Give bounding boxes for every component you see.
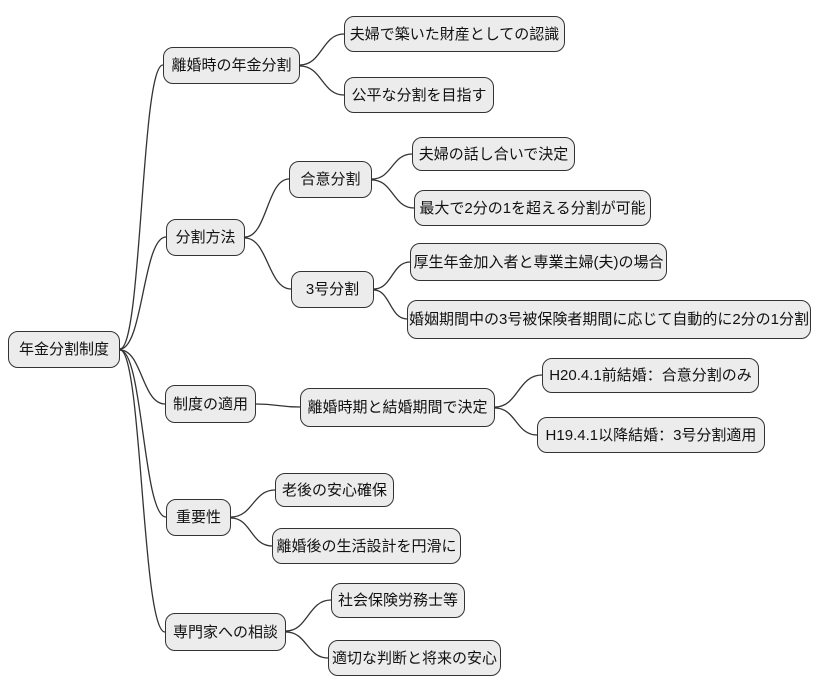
edge-divorce-to-asset-recognition [299,33,345,66]
node-h19-rule-no3-applies: H19.4.1以降結婚：3号分割適用 [537,417,765,453]
edge-divorce-to-fair-split [299,65,345,96]
node-max-over-half-split: 最大で2分の1を超える分割が可能 [414,190,651,226]
node-system-application: 制度の適用 [165,385,256,423]
edge-root-to-importance [119,349,167,518]
node-postdivorce-life-planning: 離婚後の生活設計を円滑に [272,528,461,564]
edge-no3-to-kosei-case [373,261,411,290]
node-automatic-half-split-period: 婚姻期間中の3号被保険者期間に応じて自動的に2分の1分割 [407,300,811,339]
edge-expert-to-judgment [285,631,329,659]
edge-application-to-timing [255,403,301,408]
node-expert-consultation: 専門家への相談 [165,613,286,651]
edge-root-to-split-methods [119,236,167,350]
node-appropriate-judgment-security: 適切な判断と将来の安心 [328,640,501,676]
edge-root-to-system-application [119,349,166,405]
edge-timing-to-h19 [494,407,538,436]
node-marital-asset-recognition: 夫婦で築いた財産としての認識 [344,16,565,52]
edge-methods-to-agreed-split [244,178,290,238]
edge-root-to-expert-consultation [119,349,166,633]
node-divorce-pension-split: 離婚時の年金分割 [163,47,300,84]
edge-root-to-divorce-split [119,64,164,350]
node-fair-split-goal: 公平な分割を目指す [344,77,494,113]
edge-timing-to-h20 [494,374,543,408]
node-oldage-security: 老後の安心確保 [275,473,394,507]
node-h20-rule-agreed-only: H20.4.1前結婚：合意分割のみ [542,358,759,393]
edge-methods-to-no3-split [244,237,292,290]
edge-expert-to-sharoushi [285,599,332,632]
node-no3-split: 3号分割 [291,271,374,308]
node-importance: 重要性 [166,499,231,536]
edge-importance-to-oldage [230,489,276,518]
node-couple-discussion-decision: 夫婦の話し合いで決定 [412,137,575,171]
node-pension-division-root: 年金分割制度 [8,331,120,368]
node-timing-and-marriage-period: 離婚時期と結婚期間で決定 [300,388,495,427]
edge-no3-to-automatic-half [373,289,408,320]
edge-agreed-to-max-half [371,179,415,209]
node-agreed-split: 合意分割 [289,161,372,198]
node-sharoushi-etc: 社会保険労務士等 [331,583,465,618]
edge-importance-to-life-planning [230,517,273,547]
node-split-methods: 分割方法 [166,219,245,256]
node-kosei-pension-housewife-case: 厚生年金加入者と専業主婦(夫)の場合 [410,243,667,281]
edge-agreed-to-couple-discussion [371,153,413,180]
